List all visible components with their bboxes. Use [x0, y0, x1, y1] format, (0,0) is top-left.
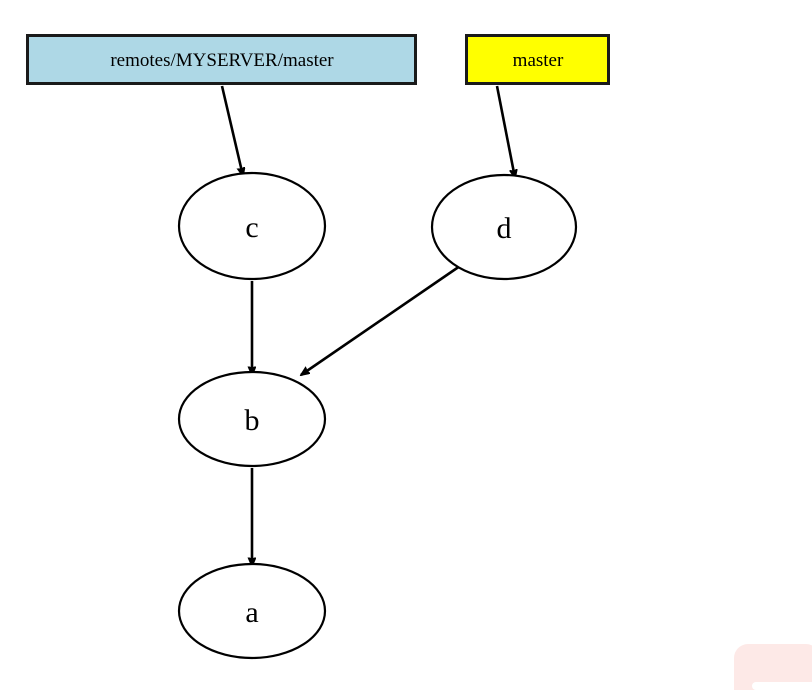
commit-node-a-label: a: [245, 596, 258, 629]
commit-node-d-shape[interactable]: [430, 173, 578, 281]
edge-remote-master-to-c: [220, 85, 243, 176]
commit-node-a[interactable]: a: [177, 562, 327, 660]
commit-node-b-shape[interactable]: [177, 370, 327, 468]
commit-node-b[interactable]: b: [177, 370, 327, 468]
commit-node-c-label: c: [245, 211, 258, 244]
commit-node-d-label: d: [497, 212, 512, 245]
ref-box-master[interactable]: master: [465, 34, 610, 85]
commit-node-a-shape[interactable]: [177, 562, 327, 660]
edge-group: [220, 85, 515, 566]
ref-box-master-label: master: [513, 50, 564, 71]
ref-box-master-shape[interactable]: [465, 34, 610, 85]
edge-d-to-b: [301, 264, 461, 375]
corner-overlay-artifact: [734, 644, 812, 690]
ref-box-remote-master[interactable]: remotes/MYSERVER/master: [26, 34, 417, 85]
commit-node-b-label: b: [245, 404, 260, 437]
commit-node-d[interactable]: d: [430, 173, 578, 281]
ref-box-remote-master-label: remotes/MYSERVER/master: [110, 50, 334, 71]
edge-master-to-d: [495, 85, 515, 178]
commit-node-c-shape[interactable]: [177, 171, 327, 281]
ref-box-remote-master-shape[interactable]: [26, 34, 417, 85]
commit-node-c[interactable]: c: [177, 171, 327, 281]
